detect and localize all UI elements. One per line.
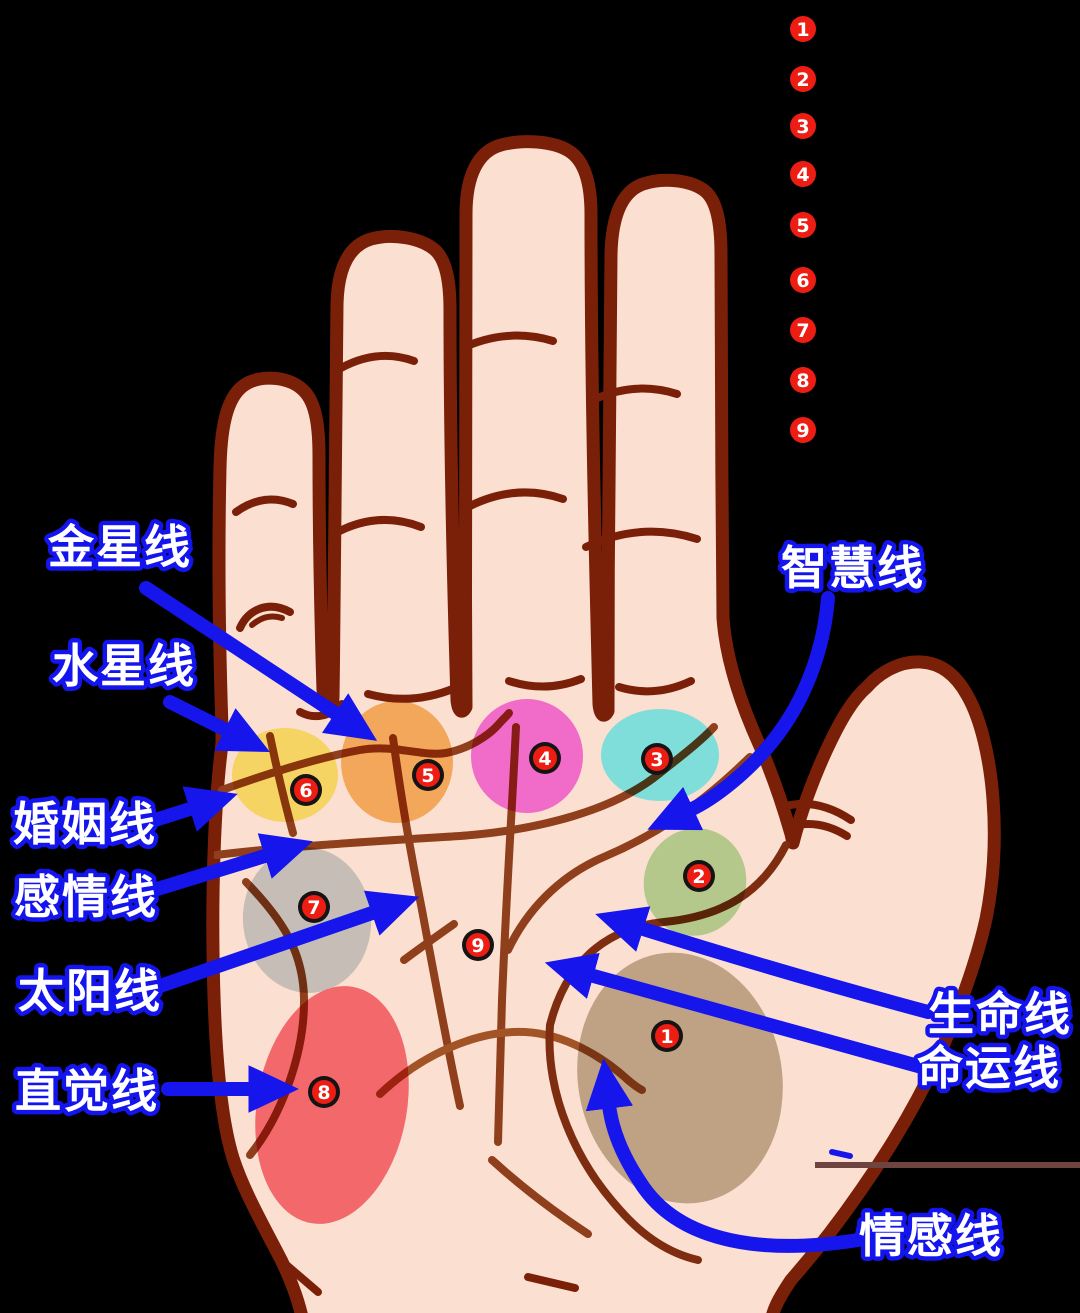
marriage-arrow [145, 786, 238, 832]
wrist-crease-left [279, 1258, 322, 1296]
emotion-line [376, 1027, 646, 1098]
palm-marker-7: 7 [298, 891, 330, 923]
fate-line-label: 命运线 [917, 1041, 1061, 1095]
svg-text:5: 5 [796, 215, 809, 237]
middle-crease-2 [466, 488, 567, 510]
legend-item-7: 7 [790, 317, 816, 343]
svg-text:3: 3 [650, 749, 663, 771]
middle-base-crease [505, 675, 585, 691]
palm-lines [212, 709, 790, 1264]
venus-line-label: 金星线 [47, 520, 192, 574]
feeling-arrow [147, 833, 313, 897]
sun-arrow [156, 890, 420, 992]
fate-arrow [544, 953, 925, 1073]
intuition-line [242, 878, 309, 1159]
legend-item-3: 3 [790, 113, 816, 139]
svg-text:2: 2 [692, 866, 705, 888]
palm-marker-6: 6 [290, 774, 322, 806]
heart-line [212, 723, 718, 859]
life-line-label: 生命线 [928, 987, 1072, 1041]
head-line-fork [400, 920, 458, 964]
wisdom-line-label: 智慧线 [781, 541, 925, 595]
legend-item-4: 4 [790, 161, 816, 187]
svg-text:8: 8 [317, 1082, 330, 1104]
marriage-venus-line [218, 709, 513, 794]
svg-text:8: 8 [796, 370, 809, 392]
index-base-crease [615, 677, 695, 696]
emotion-arrow [585, 1058, 865, 1253]
wisdom-arrow [647, 591, 835, 831]
life-arrow [595, 906, 935, 1019]
index-crease-2 [582, 527, 701, 551]
pinky-crease [232, 495, 297, 516]
svg-text:6: 6 [796, 270, 809, 292]
palm-marker-5: 5 [412, 759, 444, 791]
mercury-line [266, 732, 297, 837]
svg-text:1: 1 [660, 1026, 673, 1048]
venus-arrow [139, 581, 378, 741]
middle-crease-1 [463, 331, 557, 350]
palm-marker-1: 1 [651, 1020, 683, 1052]
feeling-line-label: 感情线 [14, 870, 158, 924]
annotation-arrows [139, 581, 935, 1253]
svg-text:2: 2 [796, 69, 809, 91]
thumb-web-crease-1 [782, 799, 855, 824]
svg-text:3: 3 [796, 116, 809, 138]
hand-outline [206, 135, 1001, 1313]
life-line [545, 841, 790, 1264]
svg-text:5: 5 [421, 765, 434, 787]
palm-markers: 1 2 3 4 5 6 7 [290, 742, 715, 1108]
intuition-line-label: 直觉线 [15, 1064, 159, 1118]
svg-text:6: 6 [299, 780, 312, 802]
fate-line [494, 723, 520, 1146]
pinky-base-curl-inner [249, 613, 285, 628]
svg-text:4: 4 [538, 748, 551, 770]
palm-marker-8: 8 [308, 1076, 340, 1108]
ring-crease-2 [330, 515, 425, 538]
ring-crease-1 [337, 351, 418, 372]
thumb-web-crease-2 [785, 820, 851, 840]
legend-item-8: 8 [790, 367, 816, 393]
svg-text:4: 4 [796, 164, 809, 186]
svg-text:9: 9 [471, 935, 484, 957]
svg-text:7: 7 [796, 320, 809, 342]
region-mount-4 [471, 699, 583, 813]
sun-line-label: 太阳线 [18, 964, 162, 1018]
palm-marker-2: 2 [683, 860, 715, 892]
pinky-base-curl [236, 602, 294, 632]
lower-palm-crease [488, 1156, 592, 1238]
svg-text:9: 9 [796, 420, 809, 442]
marriage-line-label: 婚姻线 [13, 797, 157, 851]
svg-text:1: 1 [796, 19, 809, 41]
legend-item-6: 6 [790, 267, 816, 293]
palm-marker-3: 3 [641, 743, 673, 775]
mercury-arrow [163, 695, 270, 752]
line-labels: 金星线 水星线 婚姻线 感情线 太阳线 直觉线 智慧线 生命线 命运线 情感线 [9, 516, 1075, 1268]
legend-number-column: 1 2 3 4 5 6 7 8 [790, 16, 816, 443]
legend-item-1: 1 [790, 16, 816, 42]
legend-item-5: 5 [790, 212, 816, 238]
index-crease-1 [591, 384, 681, 403]
fate-arrow-dash [829, 1149, 853, 1159]
svg-text:7: 7 [307, 897, 320, 919]
wrist-crease-right [524, 1273, 579, 1292]
emotion-line-label: 情感线 [859, 1209, 1003, 1263]
mercury-line-label: 水星线 [52, 639, 196, 693]
palm-marker-4: 4 [529, 742, 561, 774]
palm-marker-9: 9 [462, 929, 494, 961]
legend-item-2: 2 [790, 66, 816, 92]
legend-item-9: 9 [790, 417, 816, 443]
